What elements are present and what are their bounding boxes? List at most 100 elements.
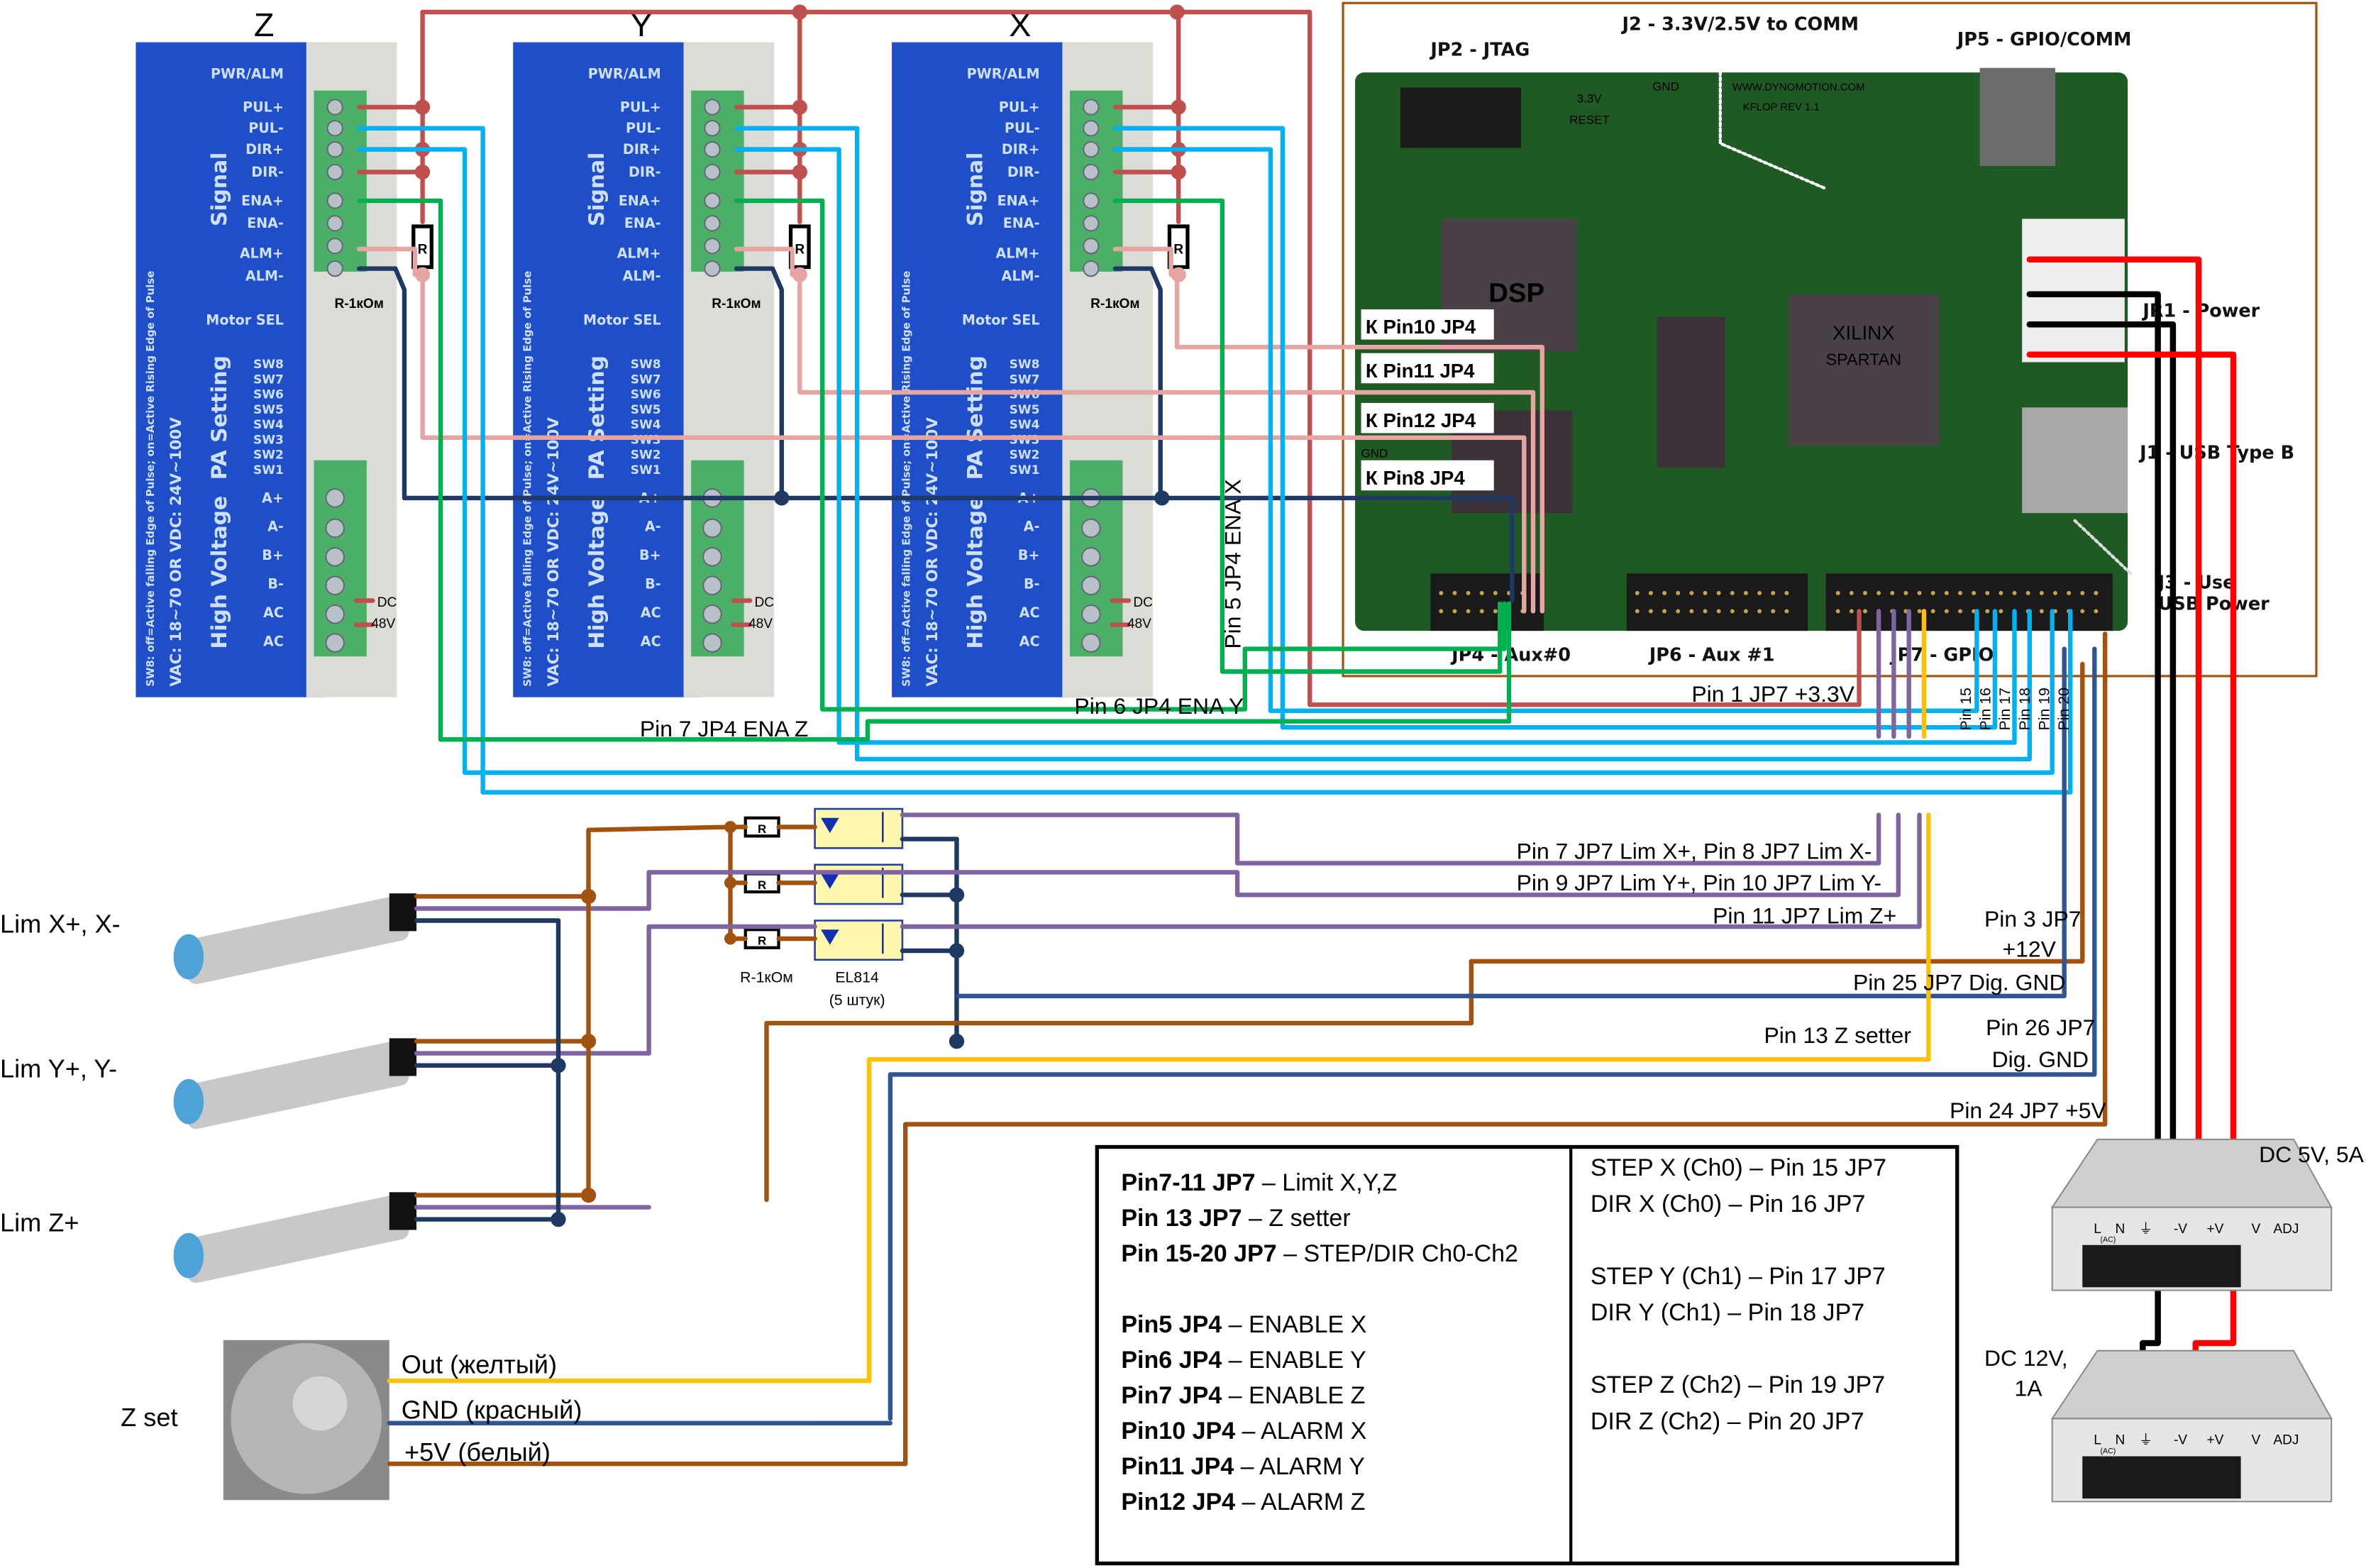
driver-pin-label: ALM- xyxy=(623,268,661,285)
junction-dot xyxy=(949,943,965,959)
terminal-screw xyxy=(326,238,343,255)
driver-pin-label: PWR/ALM xyxy=(588,66,661,82)
terminal-screw xyxy=(326,140,343,158)
high-voltage-title: High Voltage xyxy=(963,496,988,649)
header-pin xyxy=(1648,609,1653,614)
step-dir-wire xyxy=(734,147,2017,745)
lim-y-wire xyxy=(900,812,1901,898)
terminal-screw xyxy=(1083,215,1100,232)
header-pin xyxy=(2080,609,2085,614)
header-pin xyxy=(1716,609,1721,614)
psu-bottom-label-2: 1A xyxy=(2015,1375,2043,1401)
psu-top xyxy=(2050,1349,2333,1420)
junction-dot xyxy=(414,164,431,180)
jp2-label: JP2 - JTAG xyxy=(1429,40,1530,61)
j2-label: J2 - 3.3V/2.5V to COMM xyxy=(1621,14,1859,35)
legend-left-value: – ALARM Z xyxy=(1235,1489,1365,1515)
terminal-screw xyxy=(704,192,721,209)
legend-left-key: Pin 13 JP7 xyxy=(1121,1205,1242,1232)
psu-5v-wire xyxy=(2026,256,2202,1283)
voltage-spec: VAC: 18~70 OR VDC: 24V~100V xyxy=(167,417,185,687)
legend-left-row: Pin 15-20 JP7 – STEP/DIR Ch0-Ch2 xyxy=(1121,1240,1518,1267)
psu-top-label: DC 5V, 5A xyxy=(2259,1142,2364,1167)
psu-terminal-label: ADJ xyxy=(2273,1433,2299,1448)
header-pin xyxy=(1972,590,1977,595)
psu-terminal-label: N xyxy=(2116,1222,2125,1237)
motor-sel-label: Motor SEL xyxy=(583,311,661,328)
header-pin xyxy=(1835,590,1840,595)
opto-resistor xyxy=(743,928,780,949)
header-pin xyxy=(1479,590,1484,595)
legend-left-value: – Limit X,Y,Z xyxy=(1255,1169,1397,1196)
driver-pin-label: PWR/ALM xyxy=(967,66,1040,82)
legend-left-value: – Z setter xyxy=(1242,1205,1351,1232)
hv-pin-label: A- xyxy=(267,519,284,535)
terminal-screw xyxy=(1081,604,1101,624)
legend-right-row: DIR X (Ch0) – Pin 16 JP7 xyxy=(1591,1191,1866,1218)
header-pin xyxy=(1743,590,1748,595)
header-pin xyxy=(1439,609,1444,614)
header-pin xyxy=(1716,590,1721,595)
terminal-screw xyxy=(325,488,345,508)
pin3-label-1: Pin 3 JP7 xyxy=(1984,906,2082,932)
zset-out-label: Out (желтый) xyxy=(402,1350,557,1379)
motor-sel-label: Motor SEL xyxy=(962,311,1040,328)
sensor-cable-end xyxy=(389,893,417,932)
terminal-screw xyxy=(326,163,343,181)
hv-pin-label: B+ xyxy=(1018,547,1040,563)
terminal-screw xyxy=(325,575,345,596)
sw-label: SW3 xyxy=(253,433,284,447)
driver-pin-label: DIR- xyxy=(1007,164,1040,180)
step-dir-wire xyxy=(1112,126,1998,730)
terminal-screw xyxy=(704,140,721,158)
terminal-screw xyxy=(326,120,343,137)
legend-left-row: Pin7-11 JP7 – Limit X,Y,Z xyxy=(1121,1169,1397,1196)
junction-dot xyxy=(792,99,807,115)
terminal-screw xyxy=(704,260,721,277)
opto-resistor-value: R-1кОм xyxy=(740,969,793,986)
step-dir-wire xyxy=(1112,147,1979,713)
hv-pin-label: AC xyxy=(1019,633,1040,649)
jp6-header xyxy=(1626,573,1808,631)
lim-x-wire xyxy=(900,812,1881,866)
wire xyxy=(586,824,733,893)
psu-terminal-block xyxy=(2082,1244,2241,1288)
junction-dot xyxy=(774,490,790,506)
terminal-screw xyxy=(1083,120,1100,137)
opto-count: (5 штук) xyxy=(829,992,885,1009)
driver-body xyxy=(892,42,1080,697)
psu-terminal-label: (AC) xyxy=(2100,1236,2116,1244)
step-pin-label: Pin 15 xyxy=(1957,688,1974,730)
hv-pin-label: B+ xyxy=(639,547,661,563)
ena-x-wire xyxy=(1112,198,1503,674)
sw-label: SW2 xyxy=(1010,448,1040,463)
dc-label: DC xyxy=(1133,595,1153,610)
psu-terminal-label: -V xyxy=(2174,1433,2187,1448)
header-pin xyxy=(1835,609,1840,614)
sw-label: SW1 xyxy=(253,463,284,477)
header-pin xyxy=(2012,590,2017,595)
hv-pin-label: B- xyxy=(1024,576,1040,592)
silk-reset: RESET xyxy=(1569,113,1610,126)
terminal-screw xyxy=(704,120,721,137)
header-pin xyxy=(1999,609,2003,614)
terminal-screw xyxy=(326,215,343,232)
driver-pin-label: PUL- xyxy=(248,120,284,136)
header-pin xyxy=(1784,590,1789,595)
driver-pin-label: ENA- xyxy=(624,215,661,231)
psu-terminal-label: +V xyxy=(2206,1222,2223,1237)
kpin-tag-bg xyxy=(1361,309,1494,340)
header-pin xyxy=(1849,590,1854,595)
alarm-z-wire xyxy=(420,272,1527,614)
legend-frame xyxy=(1095,1144,1959,1566)
sensor-body xyxy=(181,1195,409,1283)
junction-dot xyxy=(551,1058,566,1073)
terminal-screw xyxy=(325,633,345,653)
header-pin xyxy=(1903,590,1908,595)
kpin-tag: К Pin12 JP4 xyxy=(1366,409,1476,431)
dc-label: DC xyxy=(377,595,397,610)
header-pin xyxy=(1676,609,1681,614)
resistor-value: R-1кОм xyxy=(1090,297,1139,311)
